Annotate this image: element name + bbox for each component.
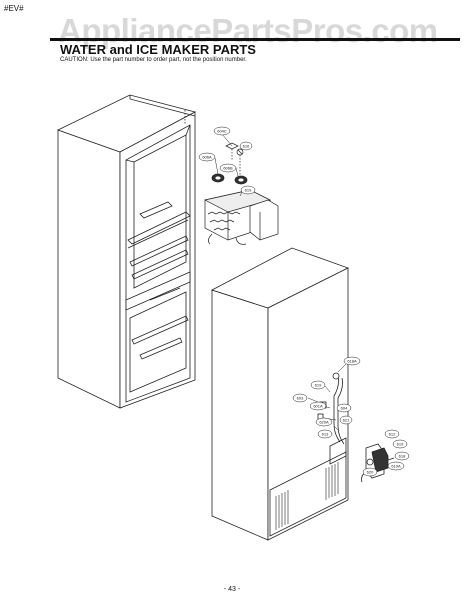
page-title: WATER and ICE MAKER PARTS (60, 42, 256, 57)
callout-603: 603 (292, 393, 308, 403)
callout-label: 620 (367, 469, 374, 474)
callout-604: 604 (336, 403, 352, 413)
callout-label: 619A (391, 463, 401, 468)
callout-619-mid: 619 (310, 380, 326, 390)
callout-616: 616 (239, 141, 253, 151)
callout-label: 606A (202, 154, 212, 159)
callout-label: 619 (315, 382, 322, 387)
upper-leader-lines (214, 133, 243, 197)
callout-619a: 619A (387, 461, 405, 471)
watermark-logo: AppliancePartsPros.com (58, 12, 438, 49)
caution-note: CAUTION: Use the part number to order pa… (60, 57, 247, 63)
callout-label: 619 (397, 441, 404, 446)
callout-618a: 618A (343, 356, 361, 366)
callout-label: 618A (347, 358, 357, 363)
callout-606a: 606A (198, 152, 216, 162)
callout-label: 604C (217, 128, 227, 133)
ice-maker-assembly (203, 142, 279, 245)
callout-612: 612 (384, 429, 400, 439)
callout-label: 618 (399, 453, 406, 458)
callout-label: 619 (245, 187, 252, 192)
callout-613: 613 (317, 429, 333, 439)
refrigerator-cabinet-rear (210, 247, 395, 541)
callout-606b: 606B (219, 163, 237, 173)
callout-label: 621 (343, 417, 350, 422)
callout-label: 620A (319, 419, 329, 424)
callout-label: 616 (243, 143, 250, 148)
model-tag: #EV# (4, 4, 24, 13)
callout-label: 613 (322, 431, 329, 436)
refrigerator-cabinet-front (56, 94, 197, 409)
callout-label: 603 (297, 395, 304, 400)
title-rule (50, 38, 460, 41)
callout-619-upper: 619 (240, 185, 256, 195)
callout-620a: 620A (315, 417, 333, 427)
callout-601a: 601A (309, 401, 327, 411)
callout-604c: 604C (213, 126, 231, 136)
callout-620: 620 (362, 467, 378, 477)
callout-label: 612 (389, 431, 396, 436)
page-number: - 43 - (223, 586, 241, 593)
callout-label: 601A (313, 403, 323, 408)
callout-label: 604 (341, 405, 348, 410)
callout-label: 606B (223, 165, 233, 170)
callout-619-lower: 619 (392, 439, 408, 449)
callout-618: 618 (394, 451, 410, 461)
callout-621: 621 (339, 415, 353, 425)
